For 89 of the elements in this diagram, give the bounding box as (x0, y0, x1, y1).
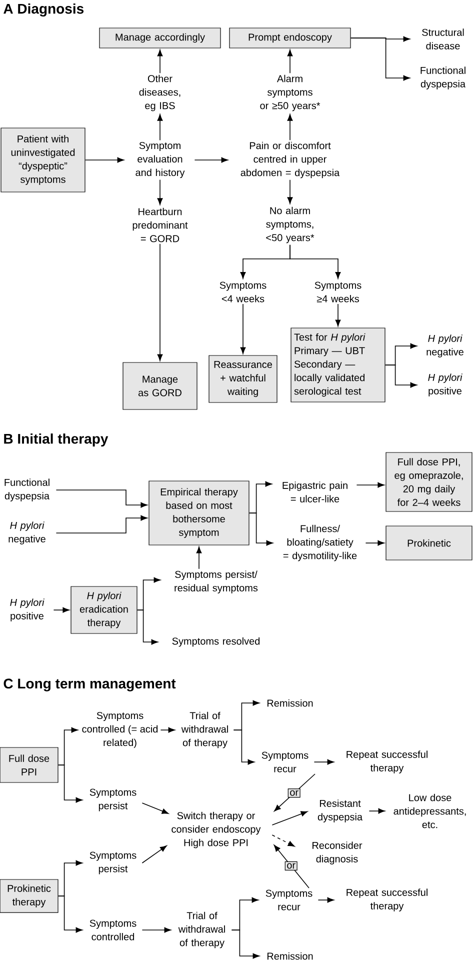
flow-text: Symptoms persist (90, 852, 136, 874)
arrow (314, 759, 334, 765)
flow-text: Switch therapy or consider endoscopy High dose PPI (172, 812, 261, 848)
flow-text: Repeat successful therapy (346, 888, 428, 912)
process-box: Prompt endoscopy (229, 28, 351, 48)
flow-text: Symptoms controlled (90, 920, 136, 940)
arrow (157, 50, 163, 74)
flow-text: Reconsider diagnosis (312, 842, 362, 864)
arrow (287, 179, 293, 204)
flow-text: Heartburn predominant = GORD (132, 208, 188, 242)
arrow (384, 364, 418, 388)
arrow (157, 243, 163, 361)
process-box: Manage accordingly (99, 28, 221, 48)
flow-text: Symptoms <4 weeks (220, 282, 266, 302)
flow-text: Symptoms recur (266, 890, 312, 910)
arrow (318, 897, 334, 903)
arrow (53, 607, 70, 613)
arrow (233, 730, 255, 765)
arrow (335, 304, 341, 326)
arrow (231, 930, 260, 959)
arrow (142, 927, 172, 933)
dashed-arrow (272, 834, 295, 847)
section-heading: B Initial therapy (4, 433, 108, 447)
process-box: H pylori eradication therapy (70, 586, 138, 634)
arrow (160, 727, 176, 733)
arrow (157, 179, 163, 205)
process-box: Reassurance + watchful waiting (208, 355, 278, 403)
arrow (356, 482, 384, 488)
process-box: Patient with uninvestigated “dyspeptic” symptoms (0, 128, 86, 192)
arrow (58, 764, 83, 803)
flow-text: Resistant dyspepsia (318, 800, 363, 822)
flow-text: H pylori positive (10, 598, 44, 622)
process-box: Manage as GORD (122, 362, 198, 410)
arrow (56, 515, 148, 534)
arrow (142, 845, 167, 864)
process-box: Test for H pylori Primary — UBT Secondary — locally validated serological test (290, 328, 386, 402)
arrow (368, 808, 386, 814)
process-box: Prokinetic therapy (0, 879, 58, 913)
flow-text: Symptoms controlled (= acid related) (82, 712, 158, 748)
process-box: Full dose PPI, eg omeprazole, 20 mg daily for 2–4 weeks (386, 452, 472, 512)
arrow (84, 157, 124, 163)
arrow (287, 50, 293, 74)
arrow (142, 802, 169, 814)
flow-text: Symptom evaluation and history (136, 142, 185, 178)
edge-label: or (284, 861, 298, 870)
flow-text: Functional dyspepsia (420, 66, 466, 90)
flow-text: Functional dyspepsia (4, 478, 50, 502)
flow-text: Fullness/ bloating/satiety = dysmotility-like (283, 524, 357, 562)
arrow (290, 244, 341, 279)
flow-text: Symptoms persist (90, 788, 136, 812)
arrow (136, 610, 158, 645)
process-box: Prokinetic (386, 526, 472, 560)
flow-text: Remission (267, 699, 313, 707)
arrow (248, 512, 274, 546)
flow-text: Alarm symptoms or ≥50 years* (260, 74, 320, 112)
flow-text: Other diseases, eg IBS (139, 74, 180, 112)
process-box: Full dose PPI (0, 747, 58, 783)
arrow (194, 157, 228, 163)
section-heading: C Long term management (4, 678, 176, 692)
process-box: Empirical therapy based on most bothersome symptom (148, 480, 250, 546)
arrow (274, 844, 310, 888)
arrow (157, 114, 163, 141)
flow-text: Repeat successful therapy (346, 750, 428, 774)
flow-text: No alarm symptoms, <50 years* (266, 206, 314, 244)
flow-text: Symptoms persist/ residual symptoms (174, 570, 258, 594)
flow-text: Structural disease (422, 28, 464, 50)
flow-text: Symptoms resolved (172, 637, 260, 647)
edge-label: or (288, 788, 300, 798)
flow-text: Pain or discomfort centred in upper abdomen = dyspepsia (240, 142, 340, 178)
arrow (274, 774, 316, 812)
flow-text: Symptoms recur (262, 752, 308, 772)
arrow (240, 304, 246, 354)
flow-text: Symptoms ≥4 weeks (314, 282, 362, 302)
arrow (287, 114, 293, 141)
arrow (56, 490, 148, 508)
flow-text: Trial of withdrawal of therapy (181, 712, 228, 748)
flow-text: Epigastric pain = ulcer-like (282, 482, 348, 502)
arrow (58, 896, 83, 933)
arrow (272, 811, 308, 826)
arrow (350, 38, 410, 81)
arrow (365, 540, 384, 546)
section-heading: A Diagnosis (4, 3, 84, 17)
arrow (196, 546, 202, 570)
flow-text: H pylori negative (426, 334, 464, 358)
flow-text: Remission (267, 952, 313, 960)
flow-text: H pylori positive (428, 374, 462, 396)
flow-text: Trial of withdrawal of therapy (178, 912, 225, 948)
flow-text: H pylori negative (8, 522, 46, 544)
flow-text: Low dose antidepressants, etc. (394, 794, 466, 828)
